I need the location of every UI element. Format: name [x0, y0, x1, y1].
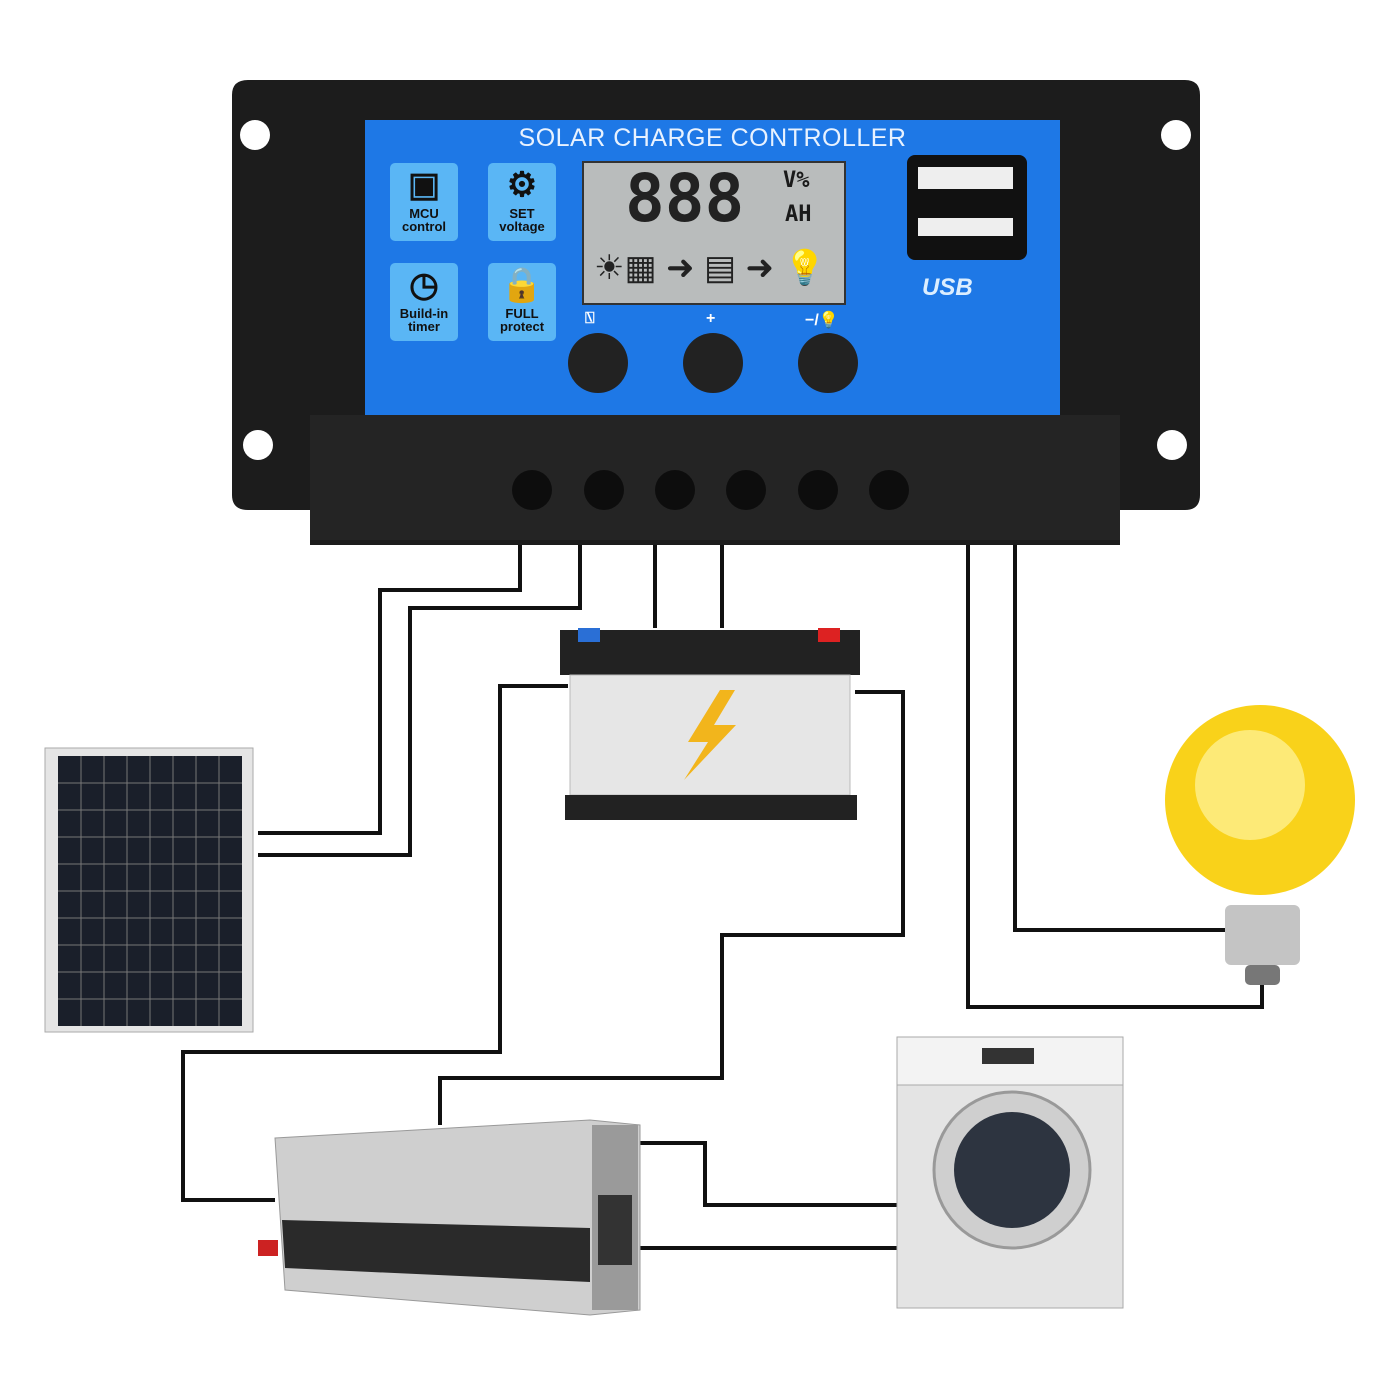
- lock-icon: 🔒: [500, 266, 544, 304]
- wire-washer-1: [640, 1141, 897, 1207]
- menu-button[interactable]: [568, 333, 628, 393]
- charge-controller: [232, 80, 1200, 545]
- gear-icon: ⚙: [506, 166, 538, 204]
- wire-solar-pos: [258, 545, 522, 835]
- clock-icon: ◷: [409, 266, 439, 304]
- controller-title: SOLAR CHARGE CONTROLLER: [518, 124, 907, 152]
- minus-button: [798, 333, 858, 393]
- wire-solar-neg: [258, 545, 582, 857]
- lcd-unit-ah: AH: [785, 202, 812, 227]
- usb-label: USB: [922, 274, 973, 301]
- washing-machine: [896, 1036, 1124, 1309]
- terminal-block: [512, 470, 909, 510]
- lcd-screen: [582, 161, 846, 305]
- inverter: [258, 1119, 641, 1316]
- plus-icon: +: [706, 310, 716, 327]
- chip-icon: ▣: [407, 166, 441, 204]
- menu-button: [568, 333, 628, 393]
- lcd-flow-icons: ☀▦ ➜ ▤ ➜ 💡: [594, 249, 826, 287]
- minus-light-icon: −/💡: [805, 312, 839, 329]
- minus-button[interactable]: [798, 333, 858, 393]
- wire-load-1: [966, 545, 1264, 1009]
- solar-panel: [44, 747, 254, 1033]
- menu-icon: ⍂: [585, 310, 595, 327]
- lcd-digits: 888: [625, 160, 745, 237]
- battery: [560, 628, 860, 820]
- lcd-unit-vpercent: V%: [783, 168, 810, 193]
- wire-battery-inverter-1: [181, 684, 568, 1202]
- plus-button: [683, 333, 743, 393]
- lightning-icon: [684, 690, 736, 780]
- light-bulb: [1165, 705, 1355, 985]
- wires: [181, 545, 1264, 1250]
- wire-battery-inverter-2: [438, 690, 905, 1125]
- plus-button[interactable]: [683, 333, 743, 393]
- wire-load-2: [1013, 545, 1228, 932]
